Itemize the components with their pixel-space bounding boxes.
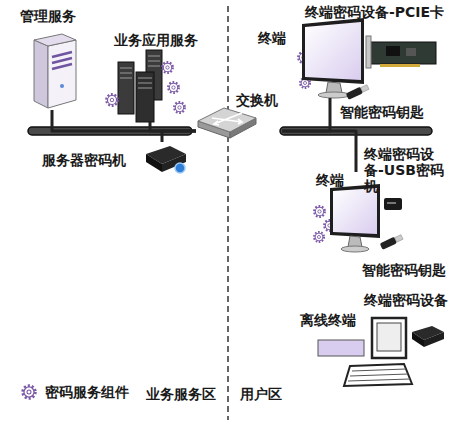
- rack-server: [118, 62, 134, 114]
- device-side: [412, 332, 424, 347]
- gear-icon: [23, 386, 36, 399]
- offline-monitor: [372, 318, 406, 358]
- switch-top: [198, 108, 256, 132]
- zone-label: 业务服务区: [146, 386, 216, 402]
- device-label: 终端密码设备: [364, 292, 448, 308]
- keyboard: [344, 364, 412, 386]
- gear-icon: [314, 232, 324, 242]
- legend-symbol: [20, 383, 38, 401]
- gear-icon: [162, 62, 173, 73]
- device-label: 交换机: [236, 92, 278, 108]
- device-node: 服务器密码机: [38, 142, 190, 178]
- device-node: 智能密码钥匙: [340, 84, 436, 120]
- monitor-frame: [302, 18, 364, 84]
- device-node: 终端密码设备: [362, 292, 450, 312]
- device-front: [424, 332, 444, 347]
- device-label: 终端密码设备-PCIE卡: [305, 4, 444, 20]
- device-label: 服务器密码机: [42, 152, 126, 168]
- server-front: [48, 40, 76, 108]
- network-bus: [280, 127, 432, 135]
- card-bracket: [366, 36, 371, 68]
- monitor-base: [341, 246, 369, 252]
- device-label: 离线终端: [300, 312, 356, 328]
- offline-screen: [377, 323, 401, 351]
- pcie-card: [370, 42, 436, 64]
- device-mark: [387, 202, 396, 204]
- device-label: 终端: [258, 30, 286, 46]
- hsm-front: [162, 154, 186, 172]
- device-node: 终端: [254, 30, 338, 98]
- device-node: 智能密码钥匙: [362, 234, 448, 278]
- device-node: 终端: [312, 172, 360, 254]
- server-top: [34, 34, 76, 46]
- key-body: [346, 87, 363, 100]
- keyboard-keys: [348, 369, 410, 381]
- key-plug: [395, 235, 403, 242]
- rack-server: [136, 72, 154, 122]
- network-link: [162, 131, 196, 142]
- monitor-screen: [333, 188, 377, 234]
- rack-stripes: [120, 56, 160, 88]
- card-chip: [386, 46, 400, 56]
- monitor-stand: [326, 82, 342, 93]
- key-body: [380, 237, 397, 250]
- server-slots: [52, 52, 72, 69]
- device-label: 智能密码钥匙: [340, 104, 424, 120]
- usb-key: [346, 84, 370, 100]
- device-label: 终端密码设备-USB密码机: [364, 146, 450, 194]
- monitor-stand: [348, 236, 362, 247]
- gear-icon: [168, 82, 179, 93]
- usb-crypto-device: [384, 198, 402, 210]
- crypto-card: [318, 340, 364, 356]
- zone-label: 用户区: [240, 386, 282, 402]
- network-bus: [28, 127, 192, 135]
- monitor-base: [318, 92, 350, 98]
- server-led: [60, 84, 64, 88]
- legend-entry: 密码服务组件: [20, 383, 129, 401]
- key-plug: [361, 85, 369, 92]
- device-label: 管理服务: [20, 8, 76, 24]
- gear-icon: [174, 102, 185, 113]
- server-side: [34, 40, 48, 108]
- device-label: 智能密码钥匙: [362, 262, 446, 278]
- usb-key: [380, 234, 404, 250]
- hsm-side: [146, 154, 162, 172]
- device-node: 终端密码设备-USB密码机: [364, 146, 450, 216]
- device-node: 业务应用服务: [108, 32, 194, 122]
- zone-divider: [227, 6, 229, 420]
- network-link: [150, 122, 196, 131]
- device-node: 离线终端: [296, 312, 446, 390]
- network-link: [282, 98, 330, 131]
- monitor-screen: [305, 22, 361, 80]
- card-connector: [380, 64, 420, 67]
- gear-icon: [314, 206, 325, 217]
- legend-text: 密码服务组件: [45, 384, 129, 400]
- card-chip: [406, 48, 416, 56]
- device-node: 交换机: [196, 92, 282, 140]
- device-label: 业务应用服务: [114, 32, 198, 48]
- device-node: 终端密码设备-PCIE卡: [300, 4, 450, 28]
- device-label: 终端: [316, 172, 344, 188]
- network-link: [282, 131, 356, 172]
- hsm-badge: [175, 163, 185, 173]
- switch-arrows: [212, 113, 242, 125]
- network-link: [52, 110, 196, 131]
- device-node: 管理服务: [18, 8, 90, 110]
- gear-icon: [106, 94, 117, 105]
